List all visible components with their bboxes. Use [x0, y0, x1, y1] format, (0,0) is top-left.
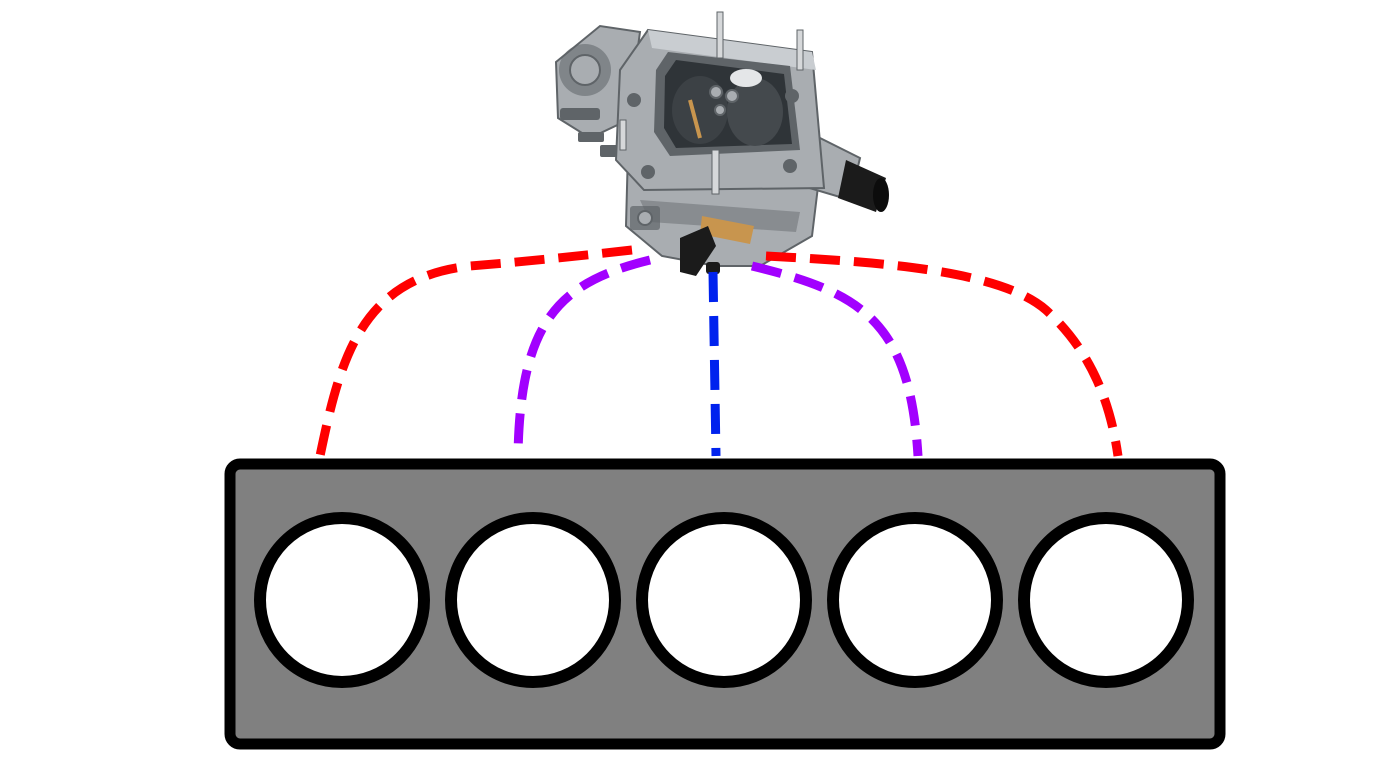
runner-outer-left — [315, 245, 633, 457]
engine-block — [224, 458, 1226, 750]
runner-outer-right — [765, 251, 1123, 457]
cylinder-2 — [445, 512, 621, 688]
cylinder-4 — [827, 512, 1003, 688]
carburetor-brass-fitting — [680, 216, 754, 276]
carburetor-linkage — [554, 24, 642, 157]
cylinder-1 — [254, 512, 430, 688]
carburetor-icon — [554, 11, 889, 276]
cylinder-row — [254, 512, 1194, 688]
runner-inner-right — [750, 261, 923, 457]
runner-lines — [315, 245, 1123, 457]
runner-inner-left — [513, 255, 652, 457]
runner-center — [708, 271, 721, 457]
cylinder-3 — [636, 512, 812, 688]
cylinder-5 — [1018, 512, 1194, 688]
